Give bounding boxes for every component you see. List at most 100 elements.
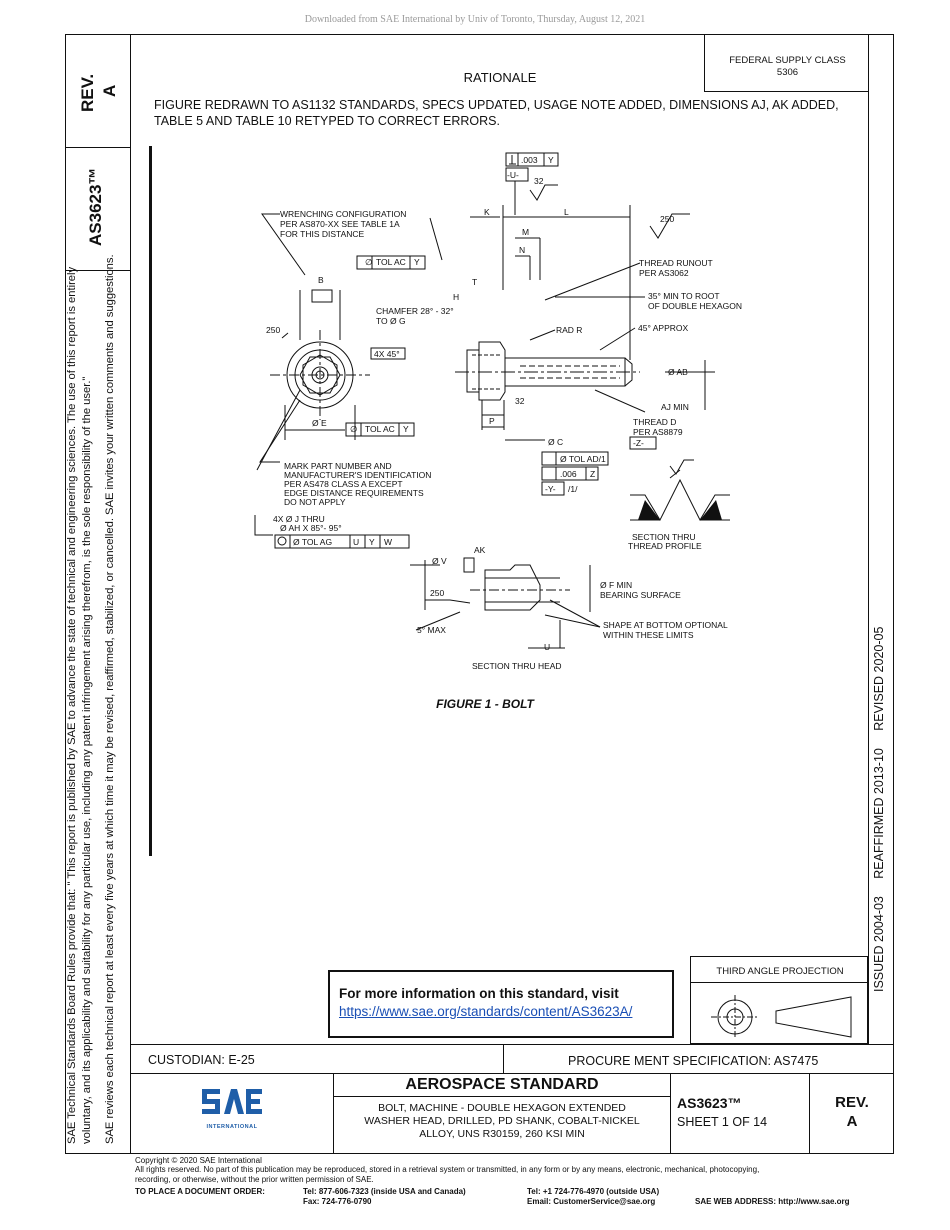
- svg-text:Ø F MIN: Ø F MIN: [600, 580, 632, 590]
- svg-text:BEARING SURFACE: BEARING SURFACE: [600, 590, 681, 600]
- svg-text:TOL AC: TOL AC: [365, 424, 395, 434]
- dim-m: M: [522, 227, 529, 237]
- section-head-label: SECTION THRU HEAD: [472, 661, 562, 671]
- footer-tel-intl: Tel: +1 724-776-4970 (outside USA): [527, 1187, 660, 1196]
- svg-text:/1/: /1/: [568, 484, 578, 494]
- dim-ak: AK: [474, 545, 486, 555]
- footer-fax: Fax: 724-776-0790: [303, 1197, 372, 1206]
- svg-text:Z: Z: [590, 469, 595, 479]
- title-rev-value: A: [846, 1113, 858, 1130]
- svg-text:250: 250: [430, 588, 444, 598]
- dim-h: H: [453, 292, 459, 302]
- svg-text:4X Ø J THRU: 4X Ø J THRU: [273, 514, 325, 524]
- svg-text:CHAMFER 28° - 32°: CHAMFER 28° - 32°: [376, 306, 454, 316]
- note-5max: 5° MAX: [417, 625, 446, 635]
- svg-text:MANUFACTURER'S IDENTIFICATION: MANUFACTURER'S IDENTIFICATION: [284, 470, 431, 480]
- footer-email[interactable]: Email: CustomerService@sae.org: [527, 1197, 656, 1206]
- svg-text:THREAD PROFILE: THREAD PROFILE: [628, 541, 702, 551]
- dim-4x45: 4X 45°: [374, 349, 400, 359]
- svg-text:SECTION THRU: SECTION THRU: [632, 532, 696, 542]
- page-frame: [65, 34, 894, 1154]
- svg-text:PER AS3062: PER AS3062: [639, 268, 689, 278]
- svg-text:SHAPE AT BOTTOM OPTIONAL: SHAPE AT BOTTOM OPTIONAL: [603, 620, 728, 630]
- svg-text:THREAD RUNOUT: THREAD RUNOUT: [639, 258, 713, 268]
- figure-caption: FIGURE 1 - BOLT: [436, 697, 534, 711]
- dim-e: Ø E: [312, 418, 327, 428]
- note-rad: RAD R: [556, 325, 582, 335]
- svg-text:32: 32: [515, 396, 525, 406]
- svg-text:PER AS8879: PER AS8879: [633, 427, 683, 437]
- footer-rights-2: recording, or otherwise, without the pri…: [135, 1175, 374, 1184]
- revision-change-bar: [149, 146, 152, 856]
- dim-p: P: [489, 416, 495, 426]
- info-link[interactable]: https://www.sae.org/standards/content/AS…: [339, 1004, 633, 1019]
- note-ab: Ø AB: [668, 367, 688, 377]
- svg-text:TOL AC: TOL AC: [376, 257, 406, 267]
- svg-text:250: 250: [660, 214, 674, 224]
- note-aj: AJ MIN: [661, 402, 689, 412]
- svg-text:Y: Y: [369, 537, 375, 547]
- title-line-2: WASHER HEAD, DRILLED, PD SHANK, COBALT-N…: [364, 1115, 640, 1127]
- rationale-heading: RATIONALE: [463, 70, 537, 85]
- standard-heading: AEROSPACE STANDARD: [405, 1076, 599, 1093]
- dim-l: L: [564, 207, 569, 217]
- left-rev-value: A: [100, 84, 119, 97]
- svg-text:OF DOUBLE HEXAGON: OF DOUBLE HEXAGON: [648, 301, 742, 311]
- title-line-3: ALLOY, UNS R30159, 260 KSI MIN: [419, 1128, 585, 1140]
- svg-text:DO NOT APPLY: DO NOT APPLY: [284, 497, 346, 507]
- datum-u: -U-: [507, 170, 519, 180]
- federal-supply-box: FEDERAL SUPPLY CLASS 5306: [704, 34, 869, 92]
- svg-text:Ø TOL AG: Ø TOL AG: [293, 537, 332, 547]
- disclaimer-line-1: SAE Technical Standards Board Rules prov…: [66, 266, 78, 1144]
- left-column-divider: [130, 34, 131, 1154]
- footer-web[interactable]: SAE WEB ADDRESS: http://www.sae.org: [695, 1197, 850, 1206]
- svg-text:Y: Y: [414, 257, 420, 267]
- rationale-line-1: FIGURE REDRAWN TO AS1132 STANDARDS, SPEC…: [154, 98, 839, 112]
- svg-text:FOR THIS DISTANCE: FOR THIS DISTANCE: [280, 229, 365, 239]
- footer-tel-usa: Tel: 877-606-7323 (inside USA and Canada…: [303, 1187, 466, 1196]
- datum-y: -Y-: [545, 484, 556, 494]
- svg-text:W: W: [384, 537, 392, 547]
- svg-text:250: 250: [266, 325, 280, 335]
- svg-text:MARK PART NUMBER AND: MARK PART NUMBER AND: [284, 461, 392, 471]
- issue-dates: ISSUED 2004-03 REAFFIRMED 2013-10 REVISE…: [872, 626, 886, 992]
- dim-b: B: [318, 275, 324, 285]
- title-doc-number: AS3623™: [677, 1095, 742, 1111]
- svg-text:PER AS478 CLASS A EXCEPT: PER AS478 CLASS A EXCEPT: [284, 479, 403, 489]
- projection-box: THIRD ANGLE PROJECTION: [690, 956, 868, 1044]
- procurement-spec: PROCURE MENT SPECIFICATION: AS7475: [568, 1054, 819, 1068]
- svg-text:U: U: [353, 537, 359, 547]
- svg-text:WRENCHING CONFIGURATION: WRENCHING CONFIGURATION: [280, 209, 406, 219]
- left-doc-number: AS3623™: [86, 167, 105, 246]
- fcf-tol-ad: Ø TOL AD/1: [560, 454, 606, 464]
- svg-text:32: 32: [534, 176, 544, 186]
- svg-text:EDGE DISTANCE REQUIREMENTS: EDGE DISTANCE REQUIREMENTS: [284, 488, 424, 498]
- title-rev-label: REV.: [835, 1094, 869, 1111]
- svg-text:∅: ∅: [350, 424, 358, 434]
- custodian: CUSTODIAN: E-25: [148, 1053, 255, 1067]
- dim-k: K: [484, 207, 490, 217]
- svg-text:∅: ∅: [365, 257, 373, 267]
- svg-text:WITHIN THESE LIMITS: WITHIN THESE LIMITS: [603, 630, 694, 640]
- title-line-1: BOLT, MACHINE - DOUBLE HEXAGON EXTENDED: [378, 1102, 626, 1114]
- federal-supply-label: FEDERAL SUPPLY CLASS: [729, 55, 846, 66]
- projection-symbol: [711, 995, 852, 1039]
- svg-text:Ø AH X 85°- 95°: Ø AH X 85°- 95°: [280, 523, 342, 533]
- svg-text:Y: Y: [548, 155, 554, 165]
- dim-t: T: [472, 277, 477, 287]
- info-text: For more information on this standard, v…: [339, 986, 619, 1001]
- svg-text:THREAD D: THREAD D: [633, 417, 676, 427]
- info-box: For more information on this standard, v…: [328, 970, 674, 1038]
- sae-logo-sub: INTERNATIONAL: [206, 1124, 258, 1130]
- dim-c: Ø C: [548, 437, 563, 447]
- datum-z: -Z-: [633, 438, 644, 448]
- footer-copyright: Copyright © 2020 SAE International: [135, 1156, 262, 1165]
- download-banner: Downloaded from SAE International by Uni…: [304, 14, 646, 25]
- rationale-line-2: TABLE 5 AND TABLE 10 RETYPED TO CORRECT …: [154, 114, 500, 128]
- federal-supply-value: 5306: [776, 67, 799, 78]
- footer-order-label: TO PLACE A DOCUMENT ORDER:: [135, 1187, 265, 1196]
- disclaimer-line-2: voluntary, and its applicability and sui…: [81, 376, 93, 1144]
- dim-v: Ø V: [432, 556, 447, 566]
- note-approx: 45° APPROX: [638, 323, 689, 333]
